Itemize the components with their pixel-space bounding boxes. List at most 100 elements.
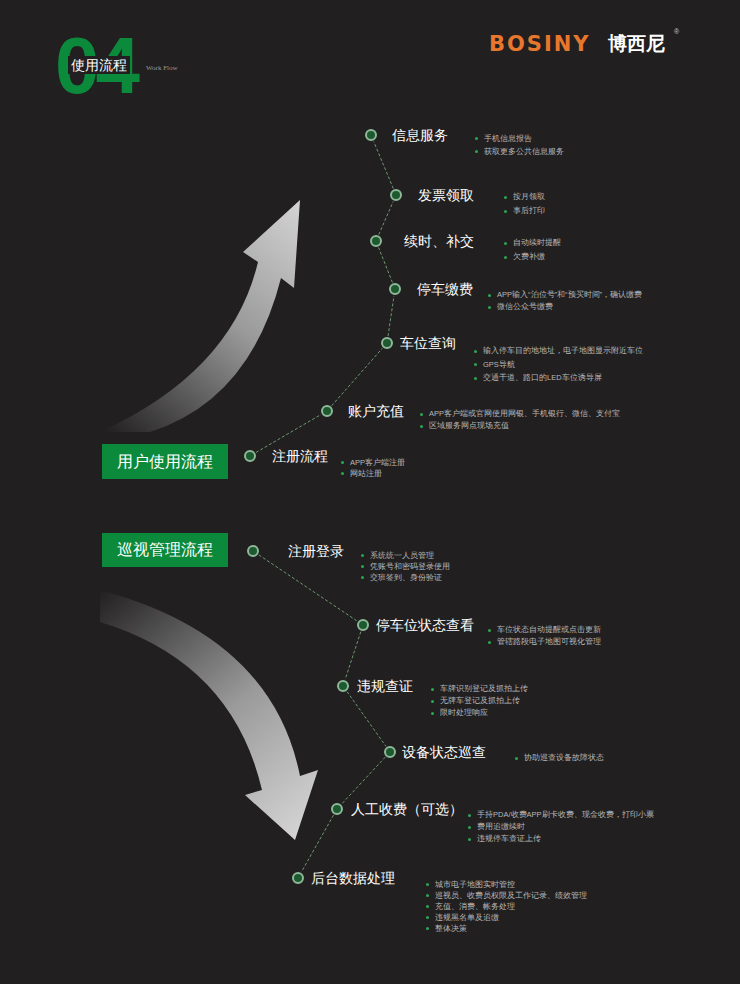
flow-step: 注册流程 APP客户端注册网站注册 [244,446,408,481]
step-details: 自动续时提醒欠费补缴 [504,236,561,264]
step-detail: 输入停车目的地地址，电子地图显示附近车位 [474,344,643,358]
step-detail: 违规黑名单及追缴 [426,912,587,923]
step-title: 人工收费（可选） [351,799,463,819]
flow-step: 信息服务 手机信息报告获取更多公共信息服务 [365,125,566,160]
page-title: 使用流程 [68,56,130,74]
dashed-connector [347,692,386,747]
dashed-connector [379,248,393,283]
step-detail: 违规停车查证上传 [468,833,654,845]
subtitle-en: Work Flow [146,64,178,73]
step-title: 续时、补交 [404,231,474,251]
step-detail: 微信公众号缴费 [488,301,642,313]
step-detail: 手机信息报告 [475,132,564,145]
step-dot [331,803,343,815]
brand-name: 博西尼 [608,32,665,56]
step-detail: 网站注册 [341,468,405,479]
step-dot [381,337,393,349]
step-dot [337,680,349,692]
step-details: APP输入“泊位号”和“预买时间”，确认缴费微信公众号缴费 [488,289,642,313]
flow-step: 车位查询输入停车目的地地址，电子地图显示附近车位GPS导航交通干道、路口的LED… [381,333,645,387]
step-details: 手机信息报告获取更多公共信息服务 [475,132,564,158]
step-dot [292,872,304,884]
flow-step: 注册登录系统统一人员管理凭账号和密码登录使用交班签到、身份验证 [247,541,452,585]
flow-step: 发票领取 按月领取事后打印 [390,185,547,220]
dashed-connector [388,296,394,336]
dashed-connector [256,415,321,453]
step-detail: 车牌识别登记及抓拍上传 [431,683,528,695]
flow-step: 人工收费（可选）手持PDA/收费APP刷卡收费、现金收费，打印小票费用追缴续时违… [331,799,656,847]
step-dot [357,619,369,631]
step-title: 设备状态巡查 [402,742,486,762]
step-dot [247,545,259,557]
step-title: 后台数据处理 [311,868,395,888]
dashed-connector [342,757,385,804]
step-title: 车位查询 [400,333,456,353]
dashed-connector [332,348,383,406]
step-detail: APP客户端或官网使用网银、手机银行、微信、支付宝 [420,408,620,420]
step-detail: 协助巡查设备故障状态 [515,752,604,764]
flow-band: 巡视管理流程 [102,533,228,567]
step-details: 按月领取事后打印 [504,190,545,218]
step-details: 车牌识别登记及抓拍上传无牌车登记及抓拍上传限时处理响应 [431,683,528,719]
step-detail: 按月领取 [504,190,545,204]
band-title: 巡视管理流程 [117,540,213,560]
step-detail: 限时处理响应 [431,707,528,719]
step-dot [389,283,401,295]
step-detail: 系统统一人员管理 [361,550,450,561]
dashed-connector [345,632,361,680]
step-detail: 事后打印 [504,204,545,218]
step-details: 城市电子地图实时管控巡视员、收费员权限及工作记录、绩效管理充值、消费、帐务处理违… [426,879,587,934]
step-title: 注册登录 [288,541,344,561]
dashed-connector [259,555,357,621]
step-detail: 巡视员、收费员权限及工作记录、绩效管理 [426,890,587,901]
flow-step: 设备状态巡查协助巡查设备故障状态 [384,742,606,766]
step-detail: 自动续时提醒 [504,236,561,250]
step-title: 停车位状态查看 [376,615,474,635]
step-details: 车位状态自动提醒或点击更新管辖路段电子地图可视化管理 [488,624,601,648]
step-details: 输入停车目的地地址，电子地图显示附近车位GPS导航交通干道、路口的LED车位诱导… [474,344,643,385]
step-details: APP客户端或官网使用网银、手机银行、微信、支付宝区域服务网点现场充值 [420,408,620,432]
step-detail: 获取更多公共信息服务 [475,145,564,158]
step-title: 停车缴费 [417,279,473,299]
step-detail: 城市电子地图实时管控 [426,879,587,890]
step-details: 系统统一人员管理凭账号和密码登录使用交班签到、身份验证 [361,550,450,583]
step-detail: 整体决策 [426,923,587,934]
dashed-connector [379,201,393,234]
step-dot [390,189,402,201]
step-detail: 无牌车登记及抓拍上传 [431,695,528,707]
step-detail: 管辖路段电子地图可视化管理 [488,636,601,648]
step-detail: APP输入“泊位号”和“预买时间”，确认缴费 [488,289,642,301]
step-title: 注册流程 [272,446,328,466]
step-detail: 区域服务网点现场充值 [420,420,620,432]
step-detail: 费用追缴续时 [468,821,654,833]
step-detail: 欠费补缴 [504,250,561,264]
step-detail: 凭账号和密码登录使用 [361,561,450,572]
step-detail: GPS导航 [474,358,643,372]
step-title: 违规查证 [357,676,413,696]
band-title: 用户使用流程 [117,452,213,472]
step-detail: 手持PDA/收费APP刷卡收费、现金收费，打印小票 [468,809,654,821]
flow-step: 停车位状态查看车位状态自动提醒或点击更新管辖路段电子地图可视化管理 [357,615,603,650]
flow-step: 续时、补交 自动续时提醒欠费补缴 [370,231,563,266]
step-detail: APP客户端注册 [341,457,405,468]
step-title: 账户充值 [348,401,404,421]
flow-step: 停车缴费 APP输入“泊位号”和“预买时间”，确认缴费微信公众号缴费 [389,279,644,315]
step-detail: 交通干道、路口的LED车位诱导屏 [474,371,643,385]
flow-band: 用户使用流程 [102,444,228,479]
flow-step: 违规查证车牌识别登记及抓拍上传无牌车登记及抓拍上传限时处理响应 [337,676,530,721]
curved-arrow-up [100,200,300,432]
step-detail: 车位状态自动提醒或点击更新 [488,624,601,636]
step-detail: 充值、消费、帐务处理 [426,901,587,912]
step-dot [370,235,382,247]
registered-mark: ® [674,27,679,36]
step-details: 协助巡查设备故障状态 [515,752,604,764]
step-title: 信息服务 [392,125,448,145]
curved-arrow-down [100,590,318,840]
step-title: 发票领取 [418,185,474,205]
step-dot [321,405,333,417]
brand-logo: BOSINY [489,32,591,56]
step-details: 手持PDA/收费APP刷卡收费、现金收费，打印小票费用追缴续时违规停车查证上传 [468,809,654,845]
dashed-connector [301,815,333,872]
